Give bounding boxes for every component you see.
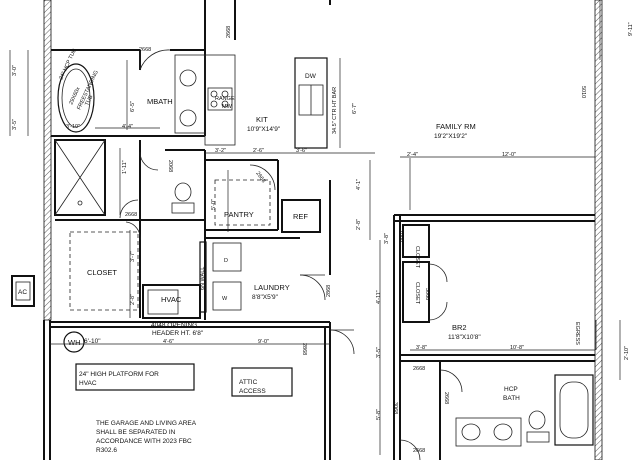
dim-label: 2'-8" xyxy=(130,294,136,305)
dim-label: 4'-11" xyxy=(376,290,382,304)
door-label: 2668 xyxy=(413,366,425,372)
dim-label: 3'-10" xyxy=(66,124,80,130)
dim-label: 3'-8" xyxy=(416,345,427,351)
garage-items xyxy=(11,275,355,397)
label-closet-main: CLOSET xyxy=(87,268,117,277)
note-sep-4: R302.6 xyxy=(96,447,117,454)
label-bath: BATH xyxy=(503,395,520,402)
door-label: 1868 xyxy=(398,230,404,242)
dim-label: 2'-4" xyxy=(407,152,418,158)
label-range: RANGE xyxy=(215,96,235,102)
label-bar: 34.5" CTR HT BAR xyxy=(332,87,338,134)
dim-label: 3'-2" xyxy=(215,148,226,154)
dim-label: 10'-8" xyxy=(510,345,524,351)
kitchen-walls xyxy=(55,0,331,320)
dim-label: 3'-7" xyxy=(130,251,136,262)
label-ref: REF xyxy=(293,212,308,221)
note-sep-1: THE GARAGE AND LIVING AREA xyxy=(96,420,197,427)
door-label: 3068 xyxy=(424,288,430,300)
dim-label: 5'-8" xyxy=(376,409,382,420)
label-hcp: HCP xyxy=(504,386,518,393)
note-header-1: 4048 OPENING xyxy=(151,322,197,329)
label-laundry-size: 8'8"X5'9" xyxy=(252,294,279,301)
label-br2: BR2 xyxy=(452,323,467,332)
note-sep-3: ACCORDANCE WITH 2023 FBC xyxy=(96,438,192,445)
label-gn-wall: 6N WALL xyxy=(200,267,206,290)
door-labels: 2668 2668 2668 2668 2668 2868 2868 2068 … xyxy=(125,26,586,454)
door-label: 2668 xyxy=(139,47,151,53)
dim-label: 3'-0" xyxy=(12,65,18,76)
door-label: 2668 xyxy=(125,212,137,218)
dim-label: 6'-10" xyxy=(84,338,101,345)
label-kit: KIT xyxy=(256,115,268,124)
dim-label: 4'-6" xyxy=(163,339,174,345)
dim-label: 9'-11" xyxy=(628,22,634,36)
label-ac: AC xyxy=(18,289,27,296)
dim-label: 6'-5" xyxy=(130,101,136,112)
door-label: 5010 xyxy=(580,86,586,98)
dimension-lines xyxy=(9,0,621,455)
label-pantry: PANTRY xyxy=(224,210,254,219)
dim-label: 3'-6" xyxy=(296,148,307,154)
exterior-walls xyxy=(43,0,603,460)
label-family: FAMILY RM xyxy=(436,122,476,131)
label-closet-a: CLOSET xyxy=(414,246,420,269)
label-egress: EGRESS xyxy=(574,322,580,345)
dim-label: 3'-5" xyxy=(376,347,382,358)
dim-label: 4'-4" xyxy=(122,124,133,130)
dim-label: 5'-0" xyxy=(211,199,217,210)
door-label: 3068 xyxy=(392,402,398,414)
label-hvac: HVAC xyxy=(161,295,182,304)
notes: 4048 OPENING HEADER HT. 6'8" 24" HIGH PL… xyxy=(79,322,266,454)
label-d: D xyxy=(224,258,228,264)
label-mw: MW xyxy=(222,104,233,110)
label-mbath: MBATH xyxy=(147,97,173,106)
label-w: W xyxy=(222,296,228,302)
label-closet-b: CLOSET xyxy=(414,282,420,305)
note-header-2: HEADER HT. 6'8" xyxy=(152,330,204,337)
dim-label: 6'-7" xyxy=(352,103,358,114)
dim-label: 3'-8" xyxy=(384,233,390,244)
dim-label: 12'-0" xyxy=(502,152,516,158)
note-sep-2: SHALL BE SEPARATED IN xyxy=(96,429,176,436)
door-label: 2668 xyxy=(413,448,425,454)
note-attic-1: ATTIC xyxy=(239,379,258,386)
label-br2-size: 11'8"X10'8" xyxy=(448,334,481,341)
door-label: 2668 xyxy=(254,171,266,184)
label-tub-4: TUB xyxy=(84,94,94,107)
note-attic-2: ACCESS xyxy=(239,388,266,395)
label-family-size: 19'2"X19'2" xyxy=(434,133,468,140)
dim-label: 1'-11" xyxy=(122,160,128,174)
note-platform-1: 24" HIGH PLATFORM FOR xyxy=(79,371,159,378)
dim-label: 2'-10" xyxy=(624,346,630,360)
door-label: 2868 xyxy=(326,285,332,297)
dim-label: 2'-8" xyxy=(356,219,362,230)
room-labels: MBATH KIT 10'9"X14'9" PANTRY LAUNDRY 8'8… xyxy=(87,97,520,402)
dimension-labels: 3'-0" 3'-5" 6'-5" 4'-4" 3'-10" 1'-11" 3'… xyxy=(12,22,634,420)
dim-label: 3'-5" xyxy=(12,119,18,130)
door-label: 2068 xyxy=(167,160,173,172)
bedroom-wing-walls xyxy=(399,224,597,460)
label-laundry: LAUNDRY xyxy=(254,283,290,292)
door-label: 2668 xyxy=(226,26,232,38)
dim-label: 2'-6" xyxy=(253,148,264,154)
dim-label: 4'-1" xyxy=(356,179,362,190)
dim-label: 9'-0" xyxy=(258,339,269,345)
note-platform-2: HVAC xyxy=(79,380,97,387)
label-kit-size: 10'9"X14'9" xyxy=(247,126,281,133)
door-label: 2668 xyxy=(443,392,449,404)
door-label: 2868 xyxy=(301,343,307,355)
label-dw: DW xyxy=(305,73,317,80)
label-wh: WH xyxy=(68,338,81,347)
